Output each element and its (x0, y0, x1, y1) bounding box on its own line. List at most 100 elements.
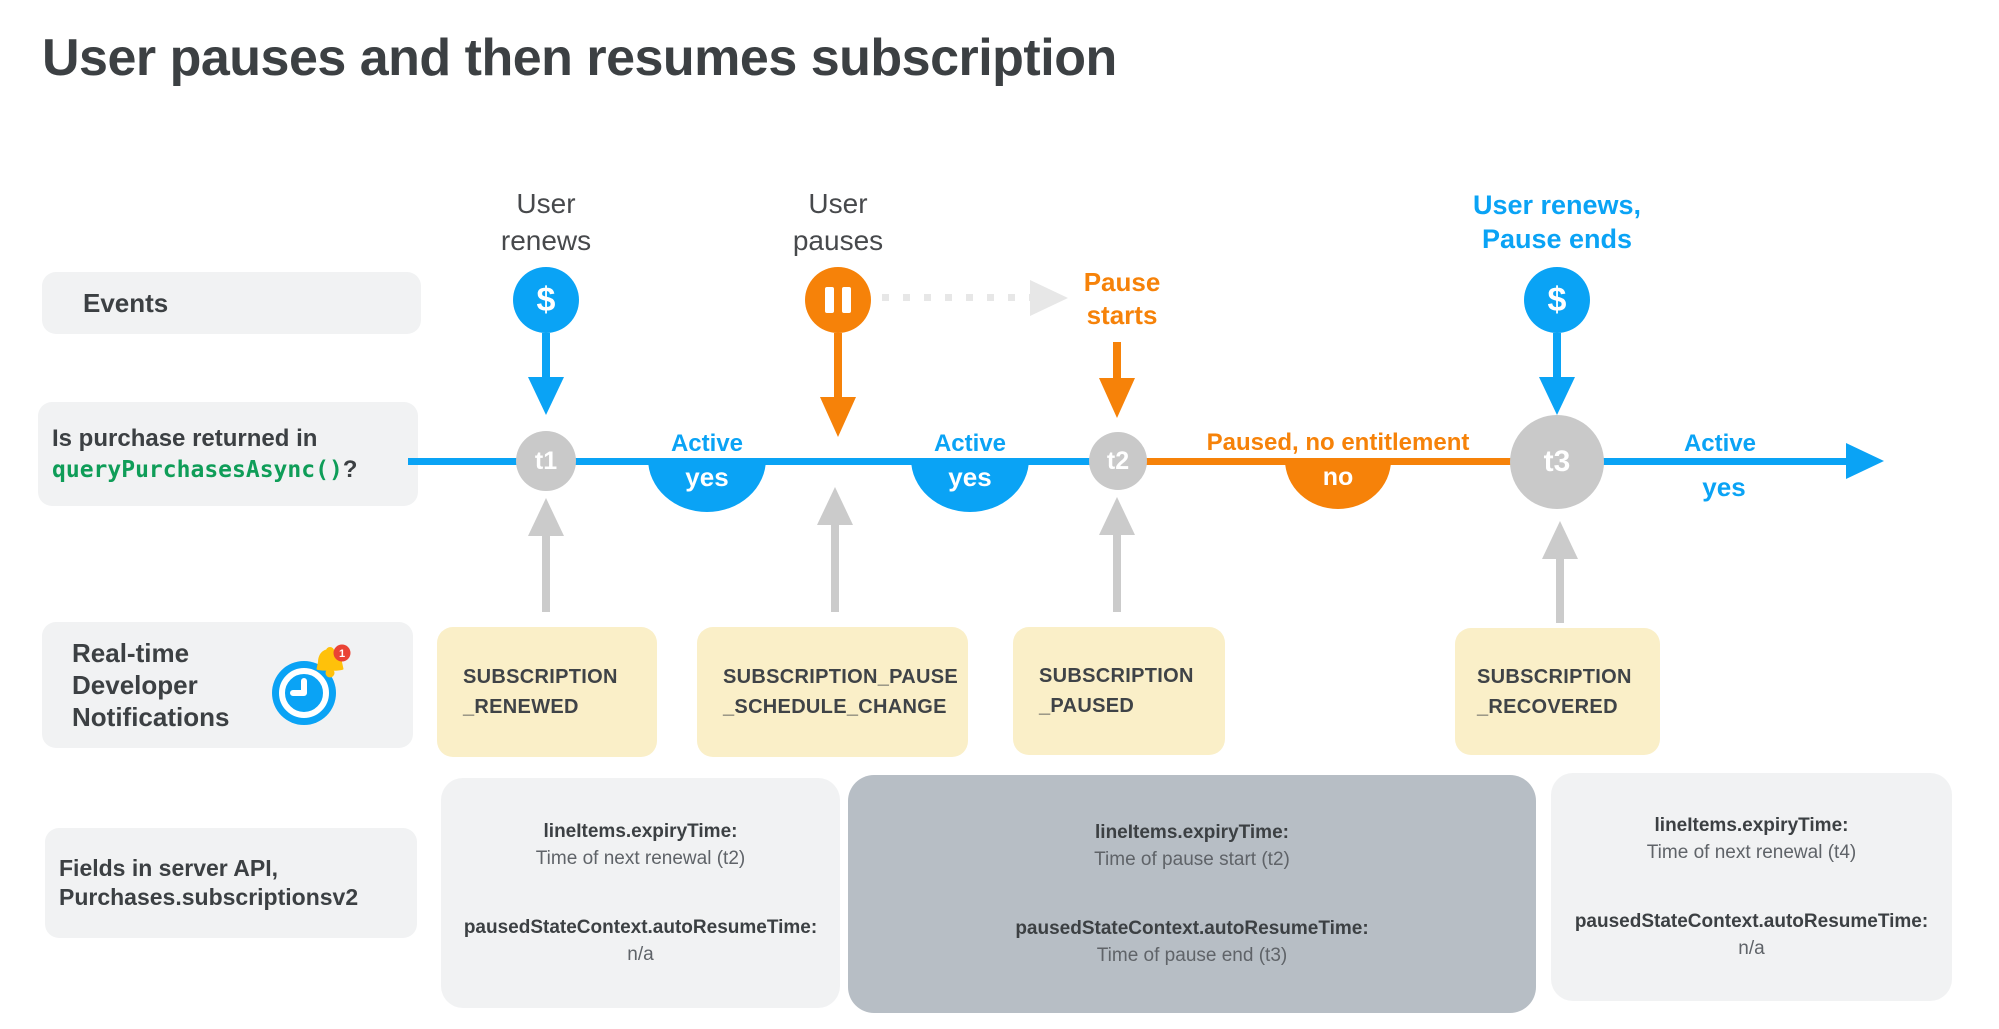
rtdn-up-arrow-shaft-3 (1113, 533, 1121, 612)
pause-icon (805, 267, 871, 333)
user-renews-again-label: User renews, Pause ends (1473, 188, 1641, 256)
events-row-label: Events (42, 272, 421, 334)
status-yes-marker-1: yes (648, 459, 766, 512)
notification-psc-line2: _SCHEDULE_CHANGE (723, 696, 947, 718)
timeline-segment-active-2 (1557, 458, 1852, 465)
rtdn-up-arrow-head-1 (528, 498, 564, 536)
expiry-name-1: lineItems.expiryTime: (543, 821, 738, 842)
rtdn-up-arrow-head-2 (817, 487, 853, 525)
api-fields-row-label: Fields in server API, Purchases.subscrip… (45, 828, 417, 938)
notification-subscription-renewed: SUBSCRIPTION _RENEWED (437, 627, 657, 757)
pause-arrow-head-icon (820, 397, 856, 437)
timeline-segment-active-1 (408, 458, 1118, 465)
purchase-question-text: Is purchase returned in (52, 424, 318, 452)
dollar-icon: $ (513, 267, 579, 333)
timeline-node-t1: t1 (516, 431, 576, 491)
recover-arrow-head-icon (1539, 377, 1575, 415)
user-renews-line1: User (516, 188, 576, 219)
rtdn-up-arrow-head-4 (1542, 521, 1578, 559)
node-t3-label: t3 (1543, 445, 1571, 478)
api-fields-box-1-resume: pausedStateContext.autoResumeTime: n/a (441, 914, 840, 968)
status-yes-text-2: yes (948, 462, 992, 492)
pause-starts-arrow-head-icon (1099, 378, 1135, 418)
api-fields-box-1-expiry: lineItems.expiryTime: Time of next renew… (441, 818, 840, 872)
resume-name-3: pausedStateContext.autoResumeTime: (1574, 911, 1929, 932)
timeline-arrowhead-icon (1846, 443, 1884, 479)
expiry-value-2: Time of pause start (t2) (1094, 849, 1290, 870)
notification-renewed-line2: _RENEWED (463, 696, 579, 718)
purchase-question-row-label: Is purchase returned in queryPurchasesAs… (38, 402, 418, 506)
user-renews-again-line2: Pause ends (1481, 224, 1633, 254)
timeline-segment-paused (1118, 458, 1557, 465)
dollar-symbol: $ (536, 280, 556, 319)
resume-name-1: pausedStateContext.autoResumeTime: (463, 917, 818, 938)
rtdn-row-label: Real-time Developer Notifications 1 (42, 622, 413, 748)
expiry-name-2: lineItems.expiryTime: (1095, 822, 1289, 843)
notification-subscription-recovered: SUBSCRIPTION _RECOVERED (1455, 628, 1660, 755)
api-fields-label-line1: Fields in server API, (59, 855, 279, 881)
dollar-symbol-2: $ (1547, 280, 1567, 319)
node-t1-label: t1 (534, 446, 558, 475)
notification-subscription-paused: SUBSCRIPTION _PAUSED (1013, 627, 1225, 755)
expiry-value-3: Time of next renewal (t4) (1646, 842, 1857, 863)
status-yes-text-1: yes (685, 462, 729, 492)
api-fields-box-1: lineItems.expiryTime: Time of next renew… (441, 778, 840, 1008)
status-active-label-2: Active (933, 430, 1007, 457)
pause-starts-line1: Pause (1083, 267, 1161, 297)
clock-notification-icon: 1 (272, 644, 351, 725)
rtdn-up-arrow-shaft-2 (831, 523, 839, 612)
user-pauses-line1: User (808, 188, 868, 219)
notification-paused-line1: SUBSCRIPTION (1039, 665, 1194, 687)
api-fields-box-3: lineItems.expiryTime: Time of next renew… (1551, 773, 1952, 1001)
rtdn-up-arrow-shaft-1 (542, 534, 550, 612)
renew-arrow-shaft (542, 333, 550, 377)
notification-recovered-line1: SUBSCRIPTION (1477, 665, 1632, 688)
user-renews-line2: renews (500, 225, 592, 256)
status-paused-label: Paused, no entitlement (1206, 429, 1470, 456)
pause-starts-arrow-shaft (1113, 342, 1121, 378)
status-active-label-3: Active (1683, 430, 1757, 457)
api-fields-box-2-highlighted: lineItems.expiryTime: Time of pause star… (848, 775, 1536, 1013)
api-fields-box-2-resume: pausedStateContext.autoResumeTime: Time … (848, 915, 1536, 969)
dotted-arrow-head-icon (1030, 280, 1068, 316)
notification-paused-line2: _PAUSED (1039, 695, 1135, 717)
user-pauses-label: User pauses (793, 185, 883, 259)
renew-arrow-head-icon (528, 377, 564, 415)
expiry-name-3: lineItems.expiryTime: (1654, 815, 1849, 836)
resume-name-2: pausedStateContext.autoResumeTime: (1015, 918, 1369, 939)
user-pauses-line2: pauses (792, 225, 884, 256)
rtdn-label-line3: Notifications (72, 702, 230, 732)
rtdn-up-arrow-shaft-4 (1556, 557, 1564, 623)
notification-badge: 1 (339, 648, 345, 660)
resume-value-3: n/a (1738, 938, 1765, 959)
pause-bars-icon (825, 287, 851, 313)
user-renews-label: User renews (501, 185, 591, 259)
recover-arrow-shaft (1553, 333, 1561, 377)
notification-subscription-pause-schedule-change: SUBSCRIPTION_PAUSE _SCHEDULE_CHANGE (697, 627, 968, 757)
user-renews-again-line1: User renews, (1472, 190, 1642, 220)
rtdn-label-line1: Real-time (72, 638, 190, 668)
pause-arrow-shaft (834, 333, 842, 397)
node-t2-label: t2 (1106, 446, 1130, 475)
page-title: User pauses and then resumes subscriptio… (42, 29, 1117, 87)
api-fields-box-2-expiry: lineItems.expiryTime: Time of pause star… (848, 819, 1536, 873)
status-yes-text-3: yes (1702, 472, 1746, 502)
rtdn-up-arrow-head-3 (1099, 497, 1135, 535)
notification-psc-line1: SUBSCRIPTION_PAUSE (723, 666, 959, 688)
api-fields-label-line2: Purchases.subscriptionsv2 (59, 884, 359, 910)
dotted-arrow-line (882, 294, 1030, 301)
api-fields-box-3-expiry: lineItems.expiryTime: Time of next renew… (1551, 812, 1952, 866)
purchase-code-text: queryPurchasesAsync() (52, 456, 343, 483)
timeline-node-t3: t3 (1510, 415, 1604, 509)
rtdn-label-line2: Developer (72, 670, 198, 700)
api-fields-box-3-resume: pausedStateContext.autoResumeTime: n/a (1551, 908, 1952, 962)
timeline-node-t2: t2 (1089, 432, 1147, 490)
resume-value-1: n/a (627, 944, 654, 965)
status-no-text: no (1322, 463, 1354, 491)
purchase-code-line: queryPurchasesAsync()? (52, 454, 418, 486)
pause-starts-label: Pause starts (1084, 266, 1161, 332)
events-label: Events (83, 287, 169, 318)
status-no-marker: no (1285, 460, 1391, 509)
status-yes-marker-2: yes (911, 459, 1029, 512)
